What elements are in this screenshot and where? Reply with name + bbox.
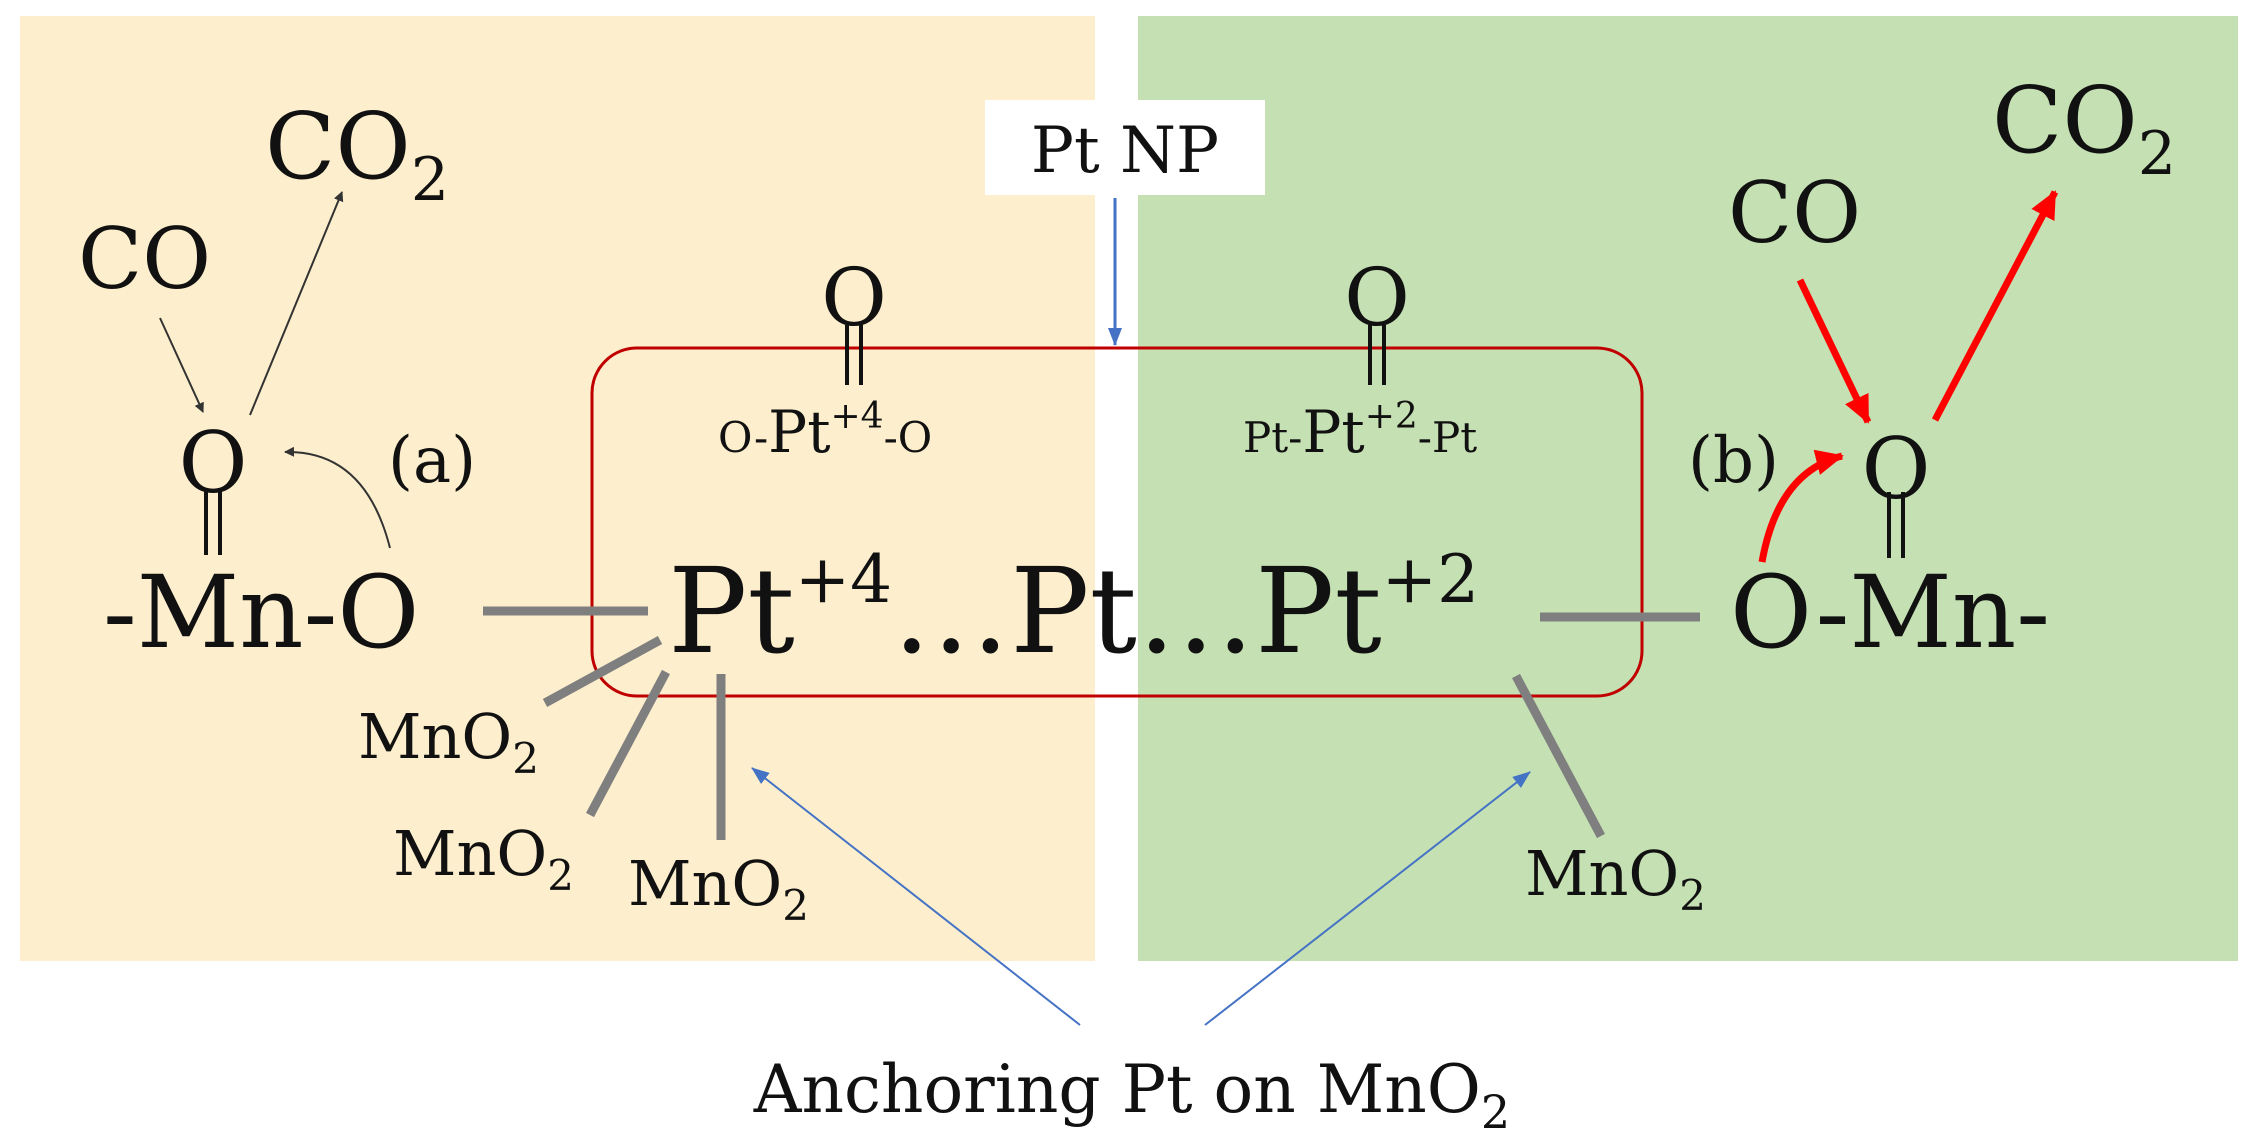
pt-nanoparticle-box	[590, 346, 1644, 698]
bond-pt4-to-mno2-2	[586, 669, 670, 818]
pt-chain-label: Pt+4…Pt…Pt+2	[668, 541, 1479, 680]
pt-np-label: Pt NP	[1031, 114, 1219, 188]
left-step-label-a: (a)	[388, 424, 476, 498]
left-oxo-to-co2-arrow	[249, 191, 344, 416]
right-co-to-oxo-arrow	[1796, 278, 1872, 424]
anchoring-arrow-left	[751, 767, 1081, 1026]
pt2-environment-label: Pt-Pt+2-Pt	[1243, 396, 1477, 466]
left-co2-label: CO2	[265, 93, 449, 215]
right-o-mn-chain: O-Mn-	[1730, 554, 2050, 671]
left-oxo-atom: O	[179, 414, 248, 512]
double-bond-right-mn	[1887, 492, 1905, 558]
pt4-environment-label: O-Pt+4-O	[718, 396, 932, 466]
right-mno2-label: MnO2	[1525, 837, 1706, 920]
left-mno2-label-3: MnO2	[628, 847, 809, 930]
double-bond-left-mn	[204, 488, 222, 555]
anchoring-caption: Anchoring Pt on MnO2	[753, 1051, 1510, 1139]
double-bond-pt4	[845, 325, 863, 385]
right-panel-background	[1138, 16, 2238, 961]
bond-pt2-to-mno2	[1512, 673, 1605, 839]
anchoring-arrow-right	[1204, 771, 1531, 1026]
pt2-oxo-atom: O	[1344, 251, 1410, 344]
pt4-oxo-atom: O	[821, 251, 887, 344]
left-mno2-label-2: MnO2	[393, 817, 574, 900]
left-mn-o-chain: -Mn-O	[103, 554, 419, 671]
left-co-to-oxo-arrow	[159, 317, 204, 413]
right-step-label-b: (b)	[1688, 424, 1779, 498]
bond-pt4-to-mno2-1	[542, 636, 663, 707]
right-co2-label: CO2	[1992, 67, 2176, 189]
right-oxo-atom: O	[1862, 420, 1931, 518]
double-bond-pt2	[1368, 325, 1386, 385]
right-o-transfer-arrow	[1758, 449, 1844, 563]
right-co-label: CO	[1728, 164, 1861, 262]
pt-np-label-box	[985, 100, 1265, 195]
right-oxo-to-co2-arrow	[1931, 190, 2059, 422]
left-o-transfer-arrow	[284, 446, 391, 549]
left-mno2-label-1: MnO2	[358, 700, 539, 783]
left-panel-background	[20, 16, 1095, 961]
left-co-label: CO	[78, 210, 211, 308]
